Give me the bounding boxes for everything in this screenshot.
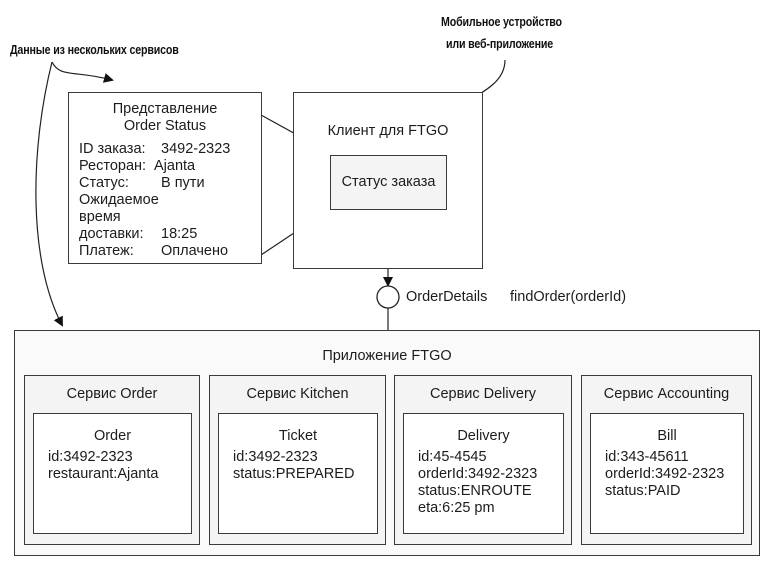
view-title-line1: Представление — [112, 101, 218, 117]
service-name: Сервис Accounting — [603, 386, 730, 402]
view-field-row: Статус: В пути — [79, 175, 261, 192]
entity-attribute: restaurant:Ajanta — [48, 466, 159, 482]
interface-method: findOrder(orderId) — [510, 289, 627, 305]
order-status-screen[interactable]: Статус заказа — [330, 155, 447, 210]
view-field-label: Ресторан: — [79, 158, 147, 174]
view-field-label: время — [79, 209, 121, 225]
view-title-line2: Order Status — [123, 118, 207, 134]
entity-attribute: id:45-4545 — [418, 449, 487, 465]
view-field-value: 18:25 — [161, 226, 198, 242]
view-field-value: Оплачено — [161, 243, 229, 259]
entity-attribute: eta:6:25 pm — [418, 500, 495, 516]
view-field-row: время — [79, 209, 261, 226]
screen-label: Статус заказа — [341, 174, 436, 190]
callout-mobile-line2: или веб-приложение — [446, 36, 553, 51]
service-name: Сервис Delivery — [429, 386, 537, 402]
interface-lollipop — [376, 285, 400, 309]
entity-name: Order — [93, 428, 132, 444]
entity-attribute: id:3492-2323 — [233, 449, 318, 465]
view-field-label: ID заказа: — [79, 141, 146, 157]
entity-attribute: id:343-45611 — [605, 449, 689, 465]
entity-name: Delivery — [457, 428, 510, 444]
client-title: Клиент для FTGO — [327, 123, 449, 139]
service-name: Сервис Kitchen — [246, 386, 349, 402]
view-field-row: Ресторан: Ajanta — [79, 158, 261, 175]
entity-attribute: id:3492-2323 — [48, 449, 133, 465]
view-field-label: Ожидаемое — [79, 192, 159, 208]
entity-attribute: status:PAID — [605, 483, 681, 499]
view-field-label: Платеж: — [79, 243, 134, 259]
view-field-value: Ajanta — [154, 158, 196, 174]
callout-arrow-to-app — [35, 61, 63, 327]
view-field-label: Статус: — [79, 175, 129, 191]
application-title: Приложение FTGO — [322, 348, 452, 364]
callout-multi-service: Данные из нескольких сервисов — [10, 42, 179, 57]
entity-attribute: status:ENROUTE — [418, 483, 532, 499]
entity-attribute: status:PREPARED — [233, 466, 355, 482]
view-field-row: доставки: 18:25 — [79, 226, 261, 243]
interface-name: OrderDetails — [406, 289, 488, 305]
order-status-view: Представление Order Status ID заказа: 349… — [68, 92, 262, 264]
service-name: Сервис Order — [66, 386, 158, 402]
view-field-value: 3492-2323 — [161, 141, 231, 157]
view-field-row: Платеж: Оплачено — [79, 243, 261, 260]
entity-name: Bill — [657, 428, 677, 444]
entity-attribute: orderId:3492-2323 — [418, 466, 538, 482]
callout-arrow-to-view — [51, 61, 114, 83]
view-field-label: доставки: — [79, 226, 144, 242]
callout-mobile-line1: Мобильное устройство — [441, 14, 562, 29]
entity-name: Ticket — [278, 428, 318, 444]
view-field-row: Ожидаемое — [79, 192, 261, 209]
view-field-row: ID заказа: 3492-2323 — [79, 141, 261, 158]
view-field-value: В пути — [161, 175, 205, 191]
entity-attribute: orderId:3492-2323 — [605, 466, 725, 482]
